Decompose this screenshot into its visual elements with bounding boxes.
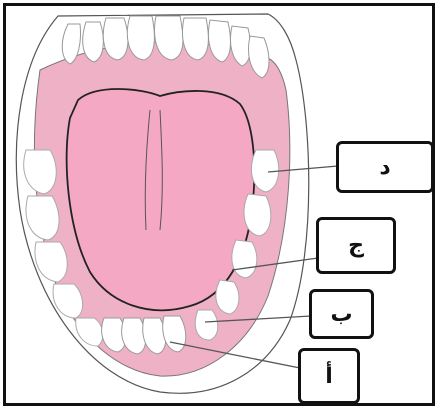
label-d: د: [379, 155, 390, 180]
label-box-a: أ: [298, 348, 360, 404]
label-box-b: ب: [309, 289, 374, 339]
tooth: [195, 310, 217, 340]
tooth: [232, 240, 257, 278]
label-box-d: د: [336, 141, 434, 193]
label-box-j: ج: [316, 217, 396, 274]
label-a: أ: [325, 364, 333, 389]
label-b: ب: [330, 302, 352, 327]
tooth: [83, 22, 104, 62]
lower-teeth: [102, 316, 186, 354]
label-j: ج: [348, 233, 364, 258]
